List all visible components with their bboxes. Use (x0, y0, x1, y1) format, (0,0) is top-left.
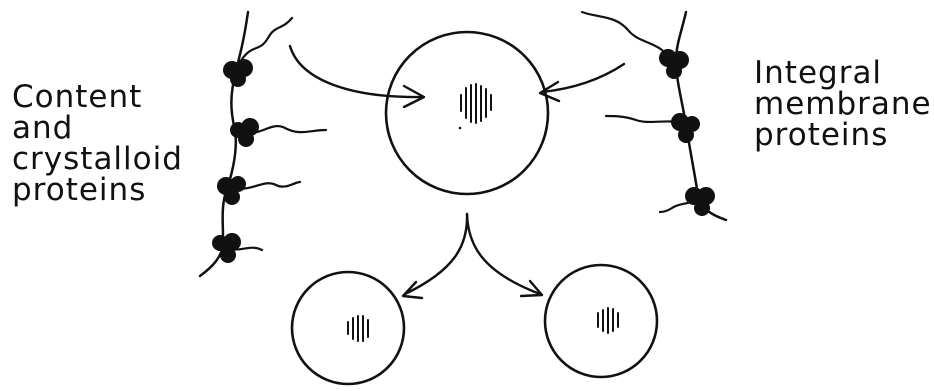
daughter-granule-left (290, 270, 406, 386)
left-membrane (198, 10, 328, 278)
striped-core-icon (460, 83, 492, 124)
striped-core-icon (597, 307, 619, 334)
label-line: proteins (754, 117, 889, 153)
label-line: and (12, 110, 74, 146)
right-membrane (580, 10, 728, 222)
label-line: Integral (754, 55, 883, 91)
arrow-split (401, 212, 544, 300)
integral-proteins-label: Integral membrane proteins (754, 58, 932, 151)
label-line: Content (12, 79, 143, 115)
label-line: crystalloid (12, 141, 183, 177)
protein-icon (671, 113, 700, 143)
striped-core-icon (347, 315, 369, 342)
protein-icon (212, 233, 241, 263)
arrow-left-to-granule (288, 44, 426, 109)
arrow-right-to-granule (538, 62, 626, 103)
protein-icon (659, 49, 689, 79)
label-line: proteins (12, 172, 147, 208)
protein-icon (230, 118, 259, 147)
label-line: membrane (754, 86, 932, 122)
daughter-granule-right (543, 263, 659, 379)
protein-icon (685, 187, 715, 216)
protein-icon (217, 176, 246, 205)
protein-icon (223, 59, 253, 87)
central-granule (384, 30, 550, 196)
content-proteins-label: Content and crystalloid proteins (12, 82, 183, 206)
